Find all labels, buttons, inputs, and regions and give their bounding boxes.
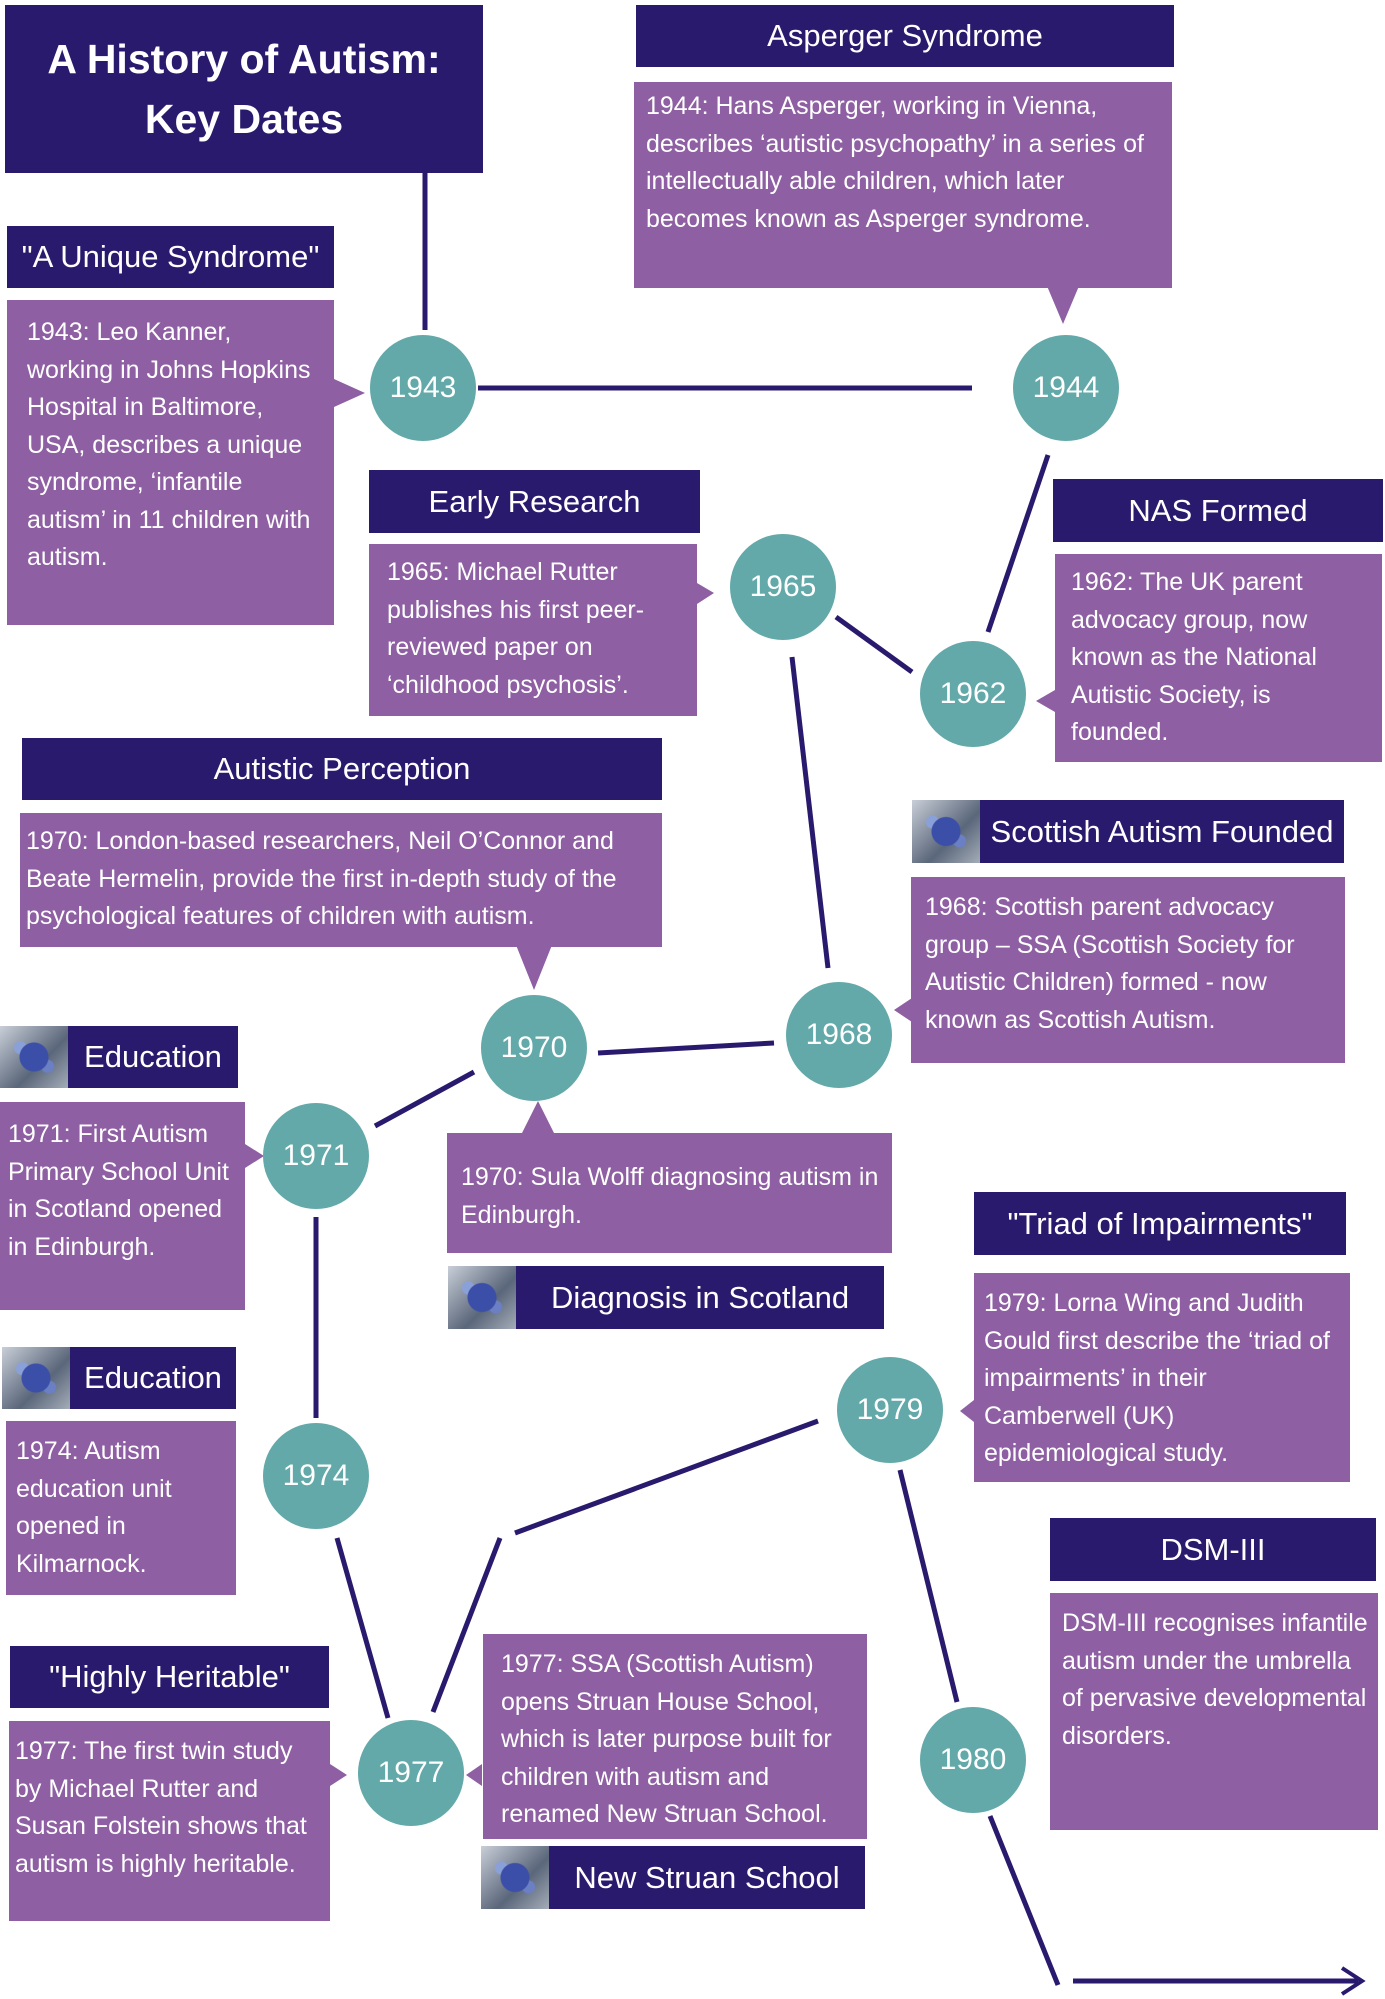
thistle-image: [448, 1266, 516, 1329]
year-node-1980: 1980: [920, 1707, 1026, 1813]
year-node-1962: 1962: [920, 641, 1026, 747]
connector-1968-1970: [597, 1040, 775, 1056]
timeline-arrow-head: [1340, 1966, 1366, 1996]
event-box-education1974: 1974: Autism education unit opened in Ki…: [6, 1421, 236, 1595]
event-box-twin: 1977: The first twin study by Michael Ru…: [9, 1721, 330, 1921]
thistle-image: [912, 800, 980, 863]
pointer-twin: [330, 1764, 347, 1786]
event-box-triad: 1979: Lorna Wing and Judith Gould first …: [974, 1273, 1350, 1482]
heading-label: Education: [84, 1039, 222, 1074]
event-box-nas: 1962: The UK parent advocacy group, now …: [1055, 554, 1382, 762]
event-box-ssa: 1968: Scottish parent advocacy group – S…: [911, 877, 1345, 1063]
event-box-asperger: 1944: Hans Asperger, working in Vienna, …: [634, 82, 1172, 288]
connector-1974-1977: [334, 1537, 391, 1719]
connector-1965-1968: [789, 656, 831, 969]
heading-highly-heritable: "Highly Heritable": [10, 1646, 329, 1708]
pointer-ssa: [894, 998, 912, 1022]
event-box-rutter1965: 1965: Michael Rutter publishes his first…: [369, 544, 697, 716]
pointer-wolff: [521, 1101, 555, 1135]
event-box-kanner: 1943: Leo Kanner, working in Johns Hopki…: [7, 300, 334, 625]
heading-education-1971: Education: [0, 1026, 238, 1088]
event-box-education1971: 1971: First Autism Primary School Unit i…: [0, 1102, 245, 1310]
event-box-wolff: 1970: Sula Wolff diagnosing autism in Ed…: [447, 1133, 892, 1253]
event-box-dsm: DSM-III recognises infantile autism unde…: [1050, 1593, 1378, 1830]
year-node-1943: 1943: [370, 335, 476, 441]
pointer-perception: [516, 945, 552, 990]
heading-label: Diagnosis in Scotland: [550, 1279, 850, 1315]
year-node-1970: 1970: [481, 995, 587, 1101]
connector-1944-1962: [985, 454, 1051, 633]
year-node-1971: 1971: [263, 1103, 369, 1209]
heading-label: New Struan School: [574, 1859, 840, 1895]
heading-autistic-perception: Autistic Perception: [22, 738, 662, 800]
pointer-kanner: [334, 379, 365, 407]
heading-nas-formed: NAS Formed: [1053, 479, 1383, 542]
heading-label: Scottish Autism Founded: [990, 813, 1334, 849]
year-node-1979: 1979: [837, 1357, 943, 1463]
year-node-1944: 1944: [1013, 335, 1119, 441]
heading-new-struan-school: New Struan School: [481, 1846, 865, 1909]
page-title: A History of Autism: Key Dates: [5, 5, 483, 173]
heading-early-research: Early Research: [369, 470, 700, 533]
heading-dsm-iii: DSM-III: [1050, 1518, 1376, 1581]
event-box-perception: 1970: London-based researchers, Neil O’C…: [20, 813, 662, 947]
year-node-1968: 1968: [786, 982, 892, 1088]
connector-1970-1971: [373, 1069, 476, 1129]
year-node-1965: 1965: [730, 534, 836, 640]
year-node-1977: 1977: [358, 1720, 464, 1826]
event-box-struan: 1977: SSA (Scottish Autism) opens Struan…: [483, 1634, 867, 1839]
thistle-image: [2, 1347, 70, 1409]
thistle-image: [0, 1026, 68, 1088]
pointer-rutter1965: [697, 583, 714, 604]
pointer-triad: [960, 1400, 974, 1422]
connector-1977-up: [430, 1537, 503, 1713]
connector-1980-end: [987, 1815, 1061, 1986]
pointer-education1971: [245, 1144, 264, 1168]
pointer-asperger: [1047, 286, 1079, 324]
pointer-nas: [1036, 690, 1055, 712]
heading-diagnosis-in-scotland: Diagnosis in Scotland: [448, 1266, 884, 1329]
connector-1979-1980: [897, 1469, 960, 1703]
year-node-1974: 1974: [263, 1423, 369, 1529]
connector-1962-1965: [834, 614, 914, 675]
heading-triad-of-impairments: "Triad of Impairments": [974, 1192, 1346, 1255]
pointer-struan: [466, 1764, 482, 1786]
heading-unique-syndrome: "A Unique Syndrome": [7, 226, 334, 288]
thistle-image: [481, 1846, 549, 1909]
heading-label: Education: [84, 1360, 222, 1395]
heading-education-1974: Education: [2, 1347, 236, 1409]
connector-1977-1979: [514, 1418, 819, 1536]
heading-asperger-syndrome: Asperger Syndrome: [636, 5, 1174, 67]
heading-scottish-autism-founded: Scottish Autism Founded: [912, 800, 1344, 863]
